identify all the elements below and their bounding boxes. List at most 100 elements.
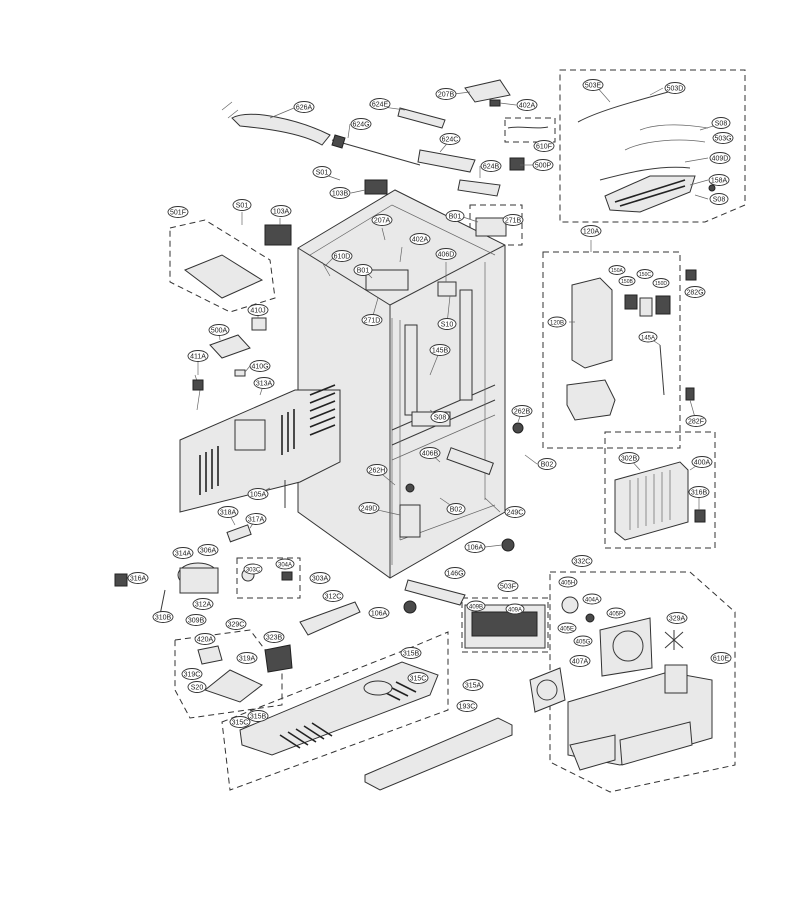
label-S08-mid[interactable]: S08 [430, 411, 450, 423]
label-103A[interactable]: 103A [270, 205, 292, 217]
label-146G[interactable]: 146G [444, 567, 466, 579]
label-329C[interactable]: 329C [225, 618, 247, 630]
label-503E[interactable]: 503E [582, 79, 604, 91]
label-B02-right[interactable]: B02 [537, 458, 557, 470]
label-S08-duct[interactable]: S08 [709, 193, 729, 205]
label-120B[interactable]: 120B [547, 316, 567, 328]
label-302B[interactable]: 302B [618, 452, 640, 464]
label-402A-top[interactable]: 402A [516, 99, 538, 111]
label-610E[interactable]: 610E [710, 652, 732, 664]
label-150C[interactable]: 150C [636, 269, 654, 279]
label-S01-left[interactable]: S01 [232, 199, 252, 211]
label-S01-top[interactable]: S01 [312, 166, 332, 178]
svg-text:610F: 610F [536, 144, 552, 151]
label-501F[interactable]: 501F [167, 206, 189, 218]
label-309B[interactable]: 309B [185, 614, 207, 626]
label-500P[interactable]: 500P [532, 159, 554, 171]
label-319C[interactable]: 319C [181, 668, 203, 680]
label-407A[interactable]: 407A [569, 655, 591, 667]
label-262B[interactable]: 262B [511, 405, 533, 417]
label-626A[interactable]: 626A [293, 101, 315, 113]
label-120A[interactable]: 120A [580, 225, 602, 237]
label-303C[interactable]: 303C [243, 563, 263, 575]
label-262H[interactable]: 262H [366, 464, 388, 476]
label-207B[interactable]: 207B [435, 88, 457, 100]
label-145A[interactable]: 145A [638, 331, 658, 343]
label-S20[interactable]: S20 [187, 681, 207, 693]
label-400A[interactable]: 400A [691, 456, 713, 468]
label-282F[interactable]: 282F [685, 415, 707, 427]
label-406D[interactable]: 406D [435, 248, 457, 260]
label-193C[interactable]: 193C [456, 700, 478, 712]
label-313A[interactable]: 313A [253, 377, 275, 389]
label-410J[interactable]: 410J [247, 304, 269, 316]
label-312C[interactable]: 312C [322, 590, 344, 602]
label-315A[interactable]: 315A [462, 679, 484, 691]
label-332C[interactable]: 332C [571, 555, 593, 567]
svg-text:312A: 312A [195, 602, 212, 609]
label-318A[interactable]: 318A [217, 506, 239, 518]
label-271D[interactable]: 271D [361, 314, 383, 326]
label-317A[interactable]: 317A [245, 513, 267, 525]
label-303A[interactable]: 303A [309, 572, 331, 584]
label-405P[interactable]: 405P [606, 607, 626, 619]
label-409B[interactable]: 409B [466, 600, 486, 612]
label-207A[interactable]: 207A [371, 214, 393, 226]
label-315B-left[interactable]: 315B [247, 710, 269, 722]
label-409D[interactable]: 409D [709, 152, 731, 164]
label-624C[interactable]: 624C [439, 133, 461, 145]
svg-text:610E: 610E [713, 656, 730, 663]
label-500A[interactable]: 500A [208, 324, 230, 336]
label-624G[interactable]: 624G [350, 118, 372, 130]
label-316A[interactable]: 316A [127, 572, 149, 584]
label-405H[interactable]: 405H [558, 576, 578, 588]
label-145B[interactable]: 145B [429, 344, 451, 356]
label-158A[interactable]: 158A [708, 174, 730, 186]
label-624E[interactable]: 624E [369, 98, 391, 110]
label-610F[interactable]: 610F [533, 140, 555, 152]
label-S10[interactable]: S10 [437, 318, 457, 330]
label-150D[interactable]: 150D [652, 278, 670, 288]
label-150A[interactable]: 150A [608, 265, 626, 275]
label-410G[interactable]: 410G [249, 360, 271, 372]
label-103B[interactable]: 103B [329, 187, 351, 199]
label-312A[interactable]: 312A [192, 598, 214, 610]
label-316B[interactable]: 316B [688, 486, 710, 498]
label-503F[interactable]: 503F [497, 580, 519, 592]
label-106A-lower[interactable]: 106A [368, 607, 390, 619]
label-B01-top[interactable]: B01 [445, 210, 465, 222]
label-314A[interactable]: 314A [172, 547, 194, 559]
label-406B[interactable]: 406B [419, 447, 441, 459]
label-315B-right[interactable]: 315B [400, 647, 422, 659]
label-249C[interactable]: 249C [504, 506, 526, 518]
label-329A[interactable]: 329A [666, 612, 688, 624]
label-B02-bottom[interactable]: B02 [446, 503, 466, 515]
label-402A-mid[interactable]: 402A [409, 233, 431, 245]
label-B01-mid[interactable]: B01 [353, 264, 373, 276]
label-624B[interactable]: 624B [480, 160, 502, 172]
label-315C-right[interactable]: 315C [407, 672, 429, 684]
label-282G[interactable]: 282G [684, 286, 706, 298]
label-503G[interactable]: 503G [712, 132, 734, 144]
label-150B[interactable]: 150B [618, 276, 636, 286]
label-310B[interactable]: 310B [152, 611, 174, 623]
label-106A-upper[interactable]: 106A [464, 541, 486, 553]
label-319A[interactable]: 319A [236, 652, 258, 664]
label-306A[interactable]: 306A [197, 544, 219, 556]
label-304A[interactable]: 304A [275, 558, 295, 570]
label-S08-top[interactable]: S08 [711, 117, 731, 129]
label-249D[interactable]: 249D [358, 502, 380, 514]
label-411A[interactable]: 411A [187, 350, 209, 362]
label-405E[interactable]: 405E [557, 622, 577, 634]
label-409A[interactable]: 409A [505, 603, 525, 615]
label-271B[interactable]: 271B [502, 214, 524, 226]
label-105A[interactable]: 105A [247, 488, 269, 500]
svg-text:501F: 501F [170, 210, 186, 217]
label-404A[interactable]: 404A [582, 593, 602, 605]
label-405G[interactable]: 405G [573, 635, 593, 647]
label-315C-left[interactable]: 315C [229, 716, 251, 728]
label-610D[interactable]: 610D [331, 250, 353, 262]
label-420A[interactable]: 420A [194, 633, 216, 645]
label-323B[interactable]: 323B [263, 631, 285, 643]
label-503D[interactable]: 503D [664, 82, 686, 94]
